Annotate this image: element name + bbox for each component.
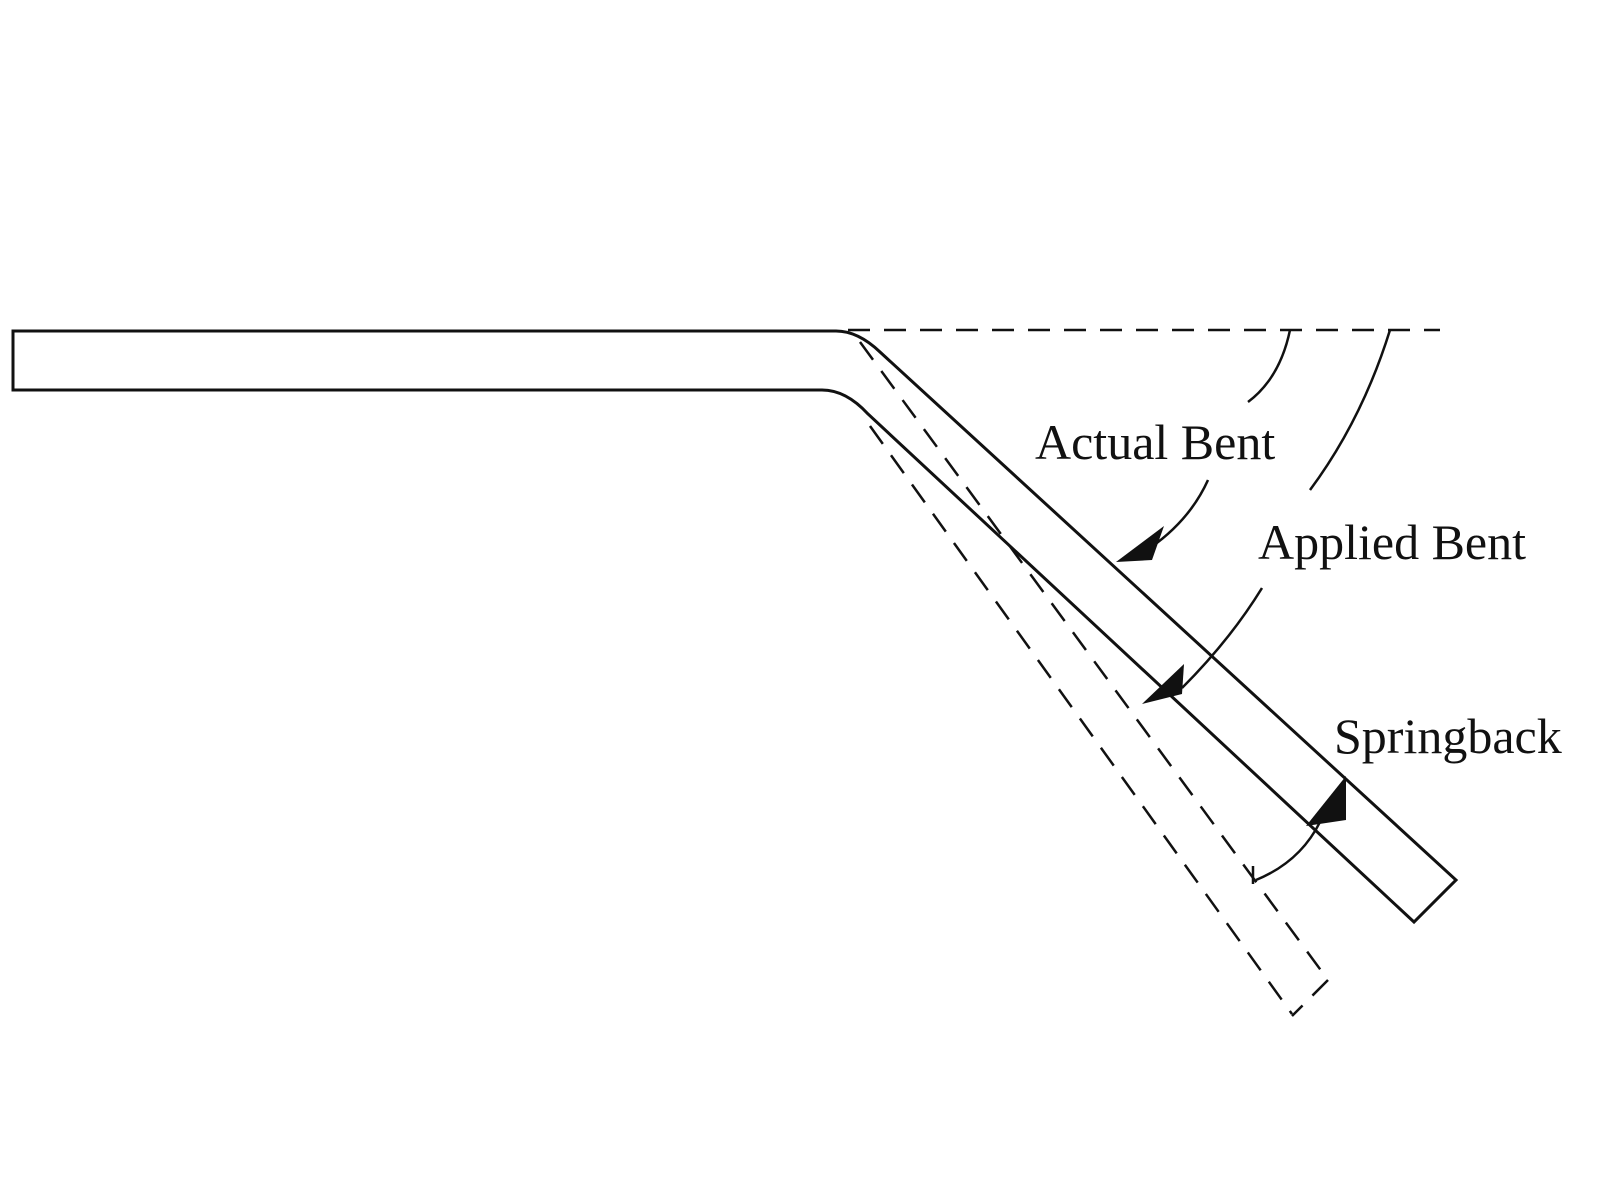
springback-arc [1255,821,1322,882]
applied-bent-arc-upper [1308,329,1392,491]
applied-bend-lower-edge [868,425,1294,1015]
actual-bent-arrow [1116,526,1164,562]
applied-bent-arrow [1142,664,1184,704]
applied-bend-outline [858,341,1330,1017]
actual-bent-sheet [11,329,1459,925]
springback-label: Springback [1334,708,1562,764]
actual-bent-arc-upper [1247,329,1292,403]
actual-bent-label: Actual Bent [1035,414,1275,470]
applied-bend-end-cap [1291,979,1329,1017]
applied-bend-upper-edge [858,341,1330,981]
applied-bent-label: Applied Bent [1258,514,1526,570]
springback-arrow [1306,776,1346,826]
applied-bent-arc-lower [1181,587,1264,689]
